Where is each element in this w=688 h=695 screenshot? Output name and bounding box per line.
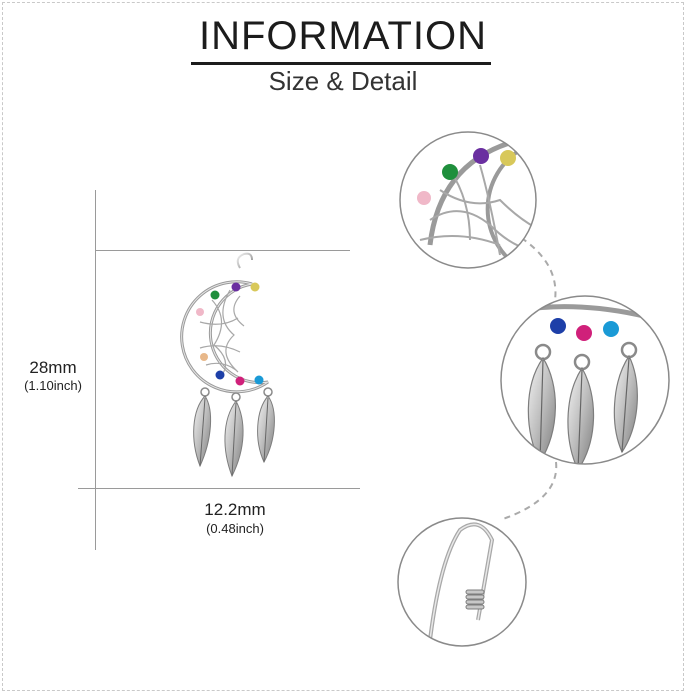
feather-tassel-detail-icon xyxy=(500,295,670,465)
width-mm-label: 12.2mm xyxy=(204,500,266,519)
width-inch-label: (0.48inch) xyxy=(206,521,264,536)
connector-dashed-curve xyxy=(499,231,558,521)
gemstone-moon-detail-icon xyxy=(399,131,537,269)
ear-hook-detail-icon xyxy=(397,517,527,647)
page-subtitle: Size & Detail xyxy=(268,66,418,96)
bottom-reference-line xyxy=(78,488,360,489)
page-title: INFORMATION xyxy=(198,14,487,58)
top-reference-line xyxy=(95,250,350,251)
title-underline xyxy=(191,62,491,65)
dreamcatcher-moon-earring-icon xyxy=(180,252,275,478)
height-dimension-line xyxy=(95,190,96,550)
height-inch-label: (1.10inch) xyxy=(24,378,82,393)
height-mm-label: 28mm xyxy=(29,358,77,377)
